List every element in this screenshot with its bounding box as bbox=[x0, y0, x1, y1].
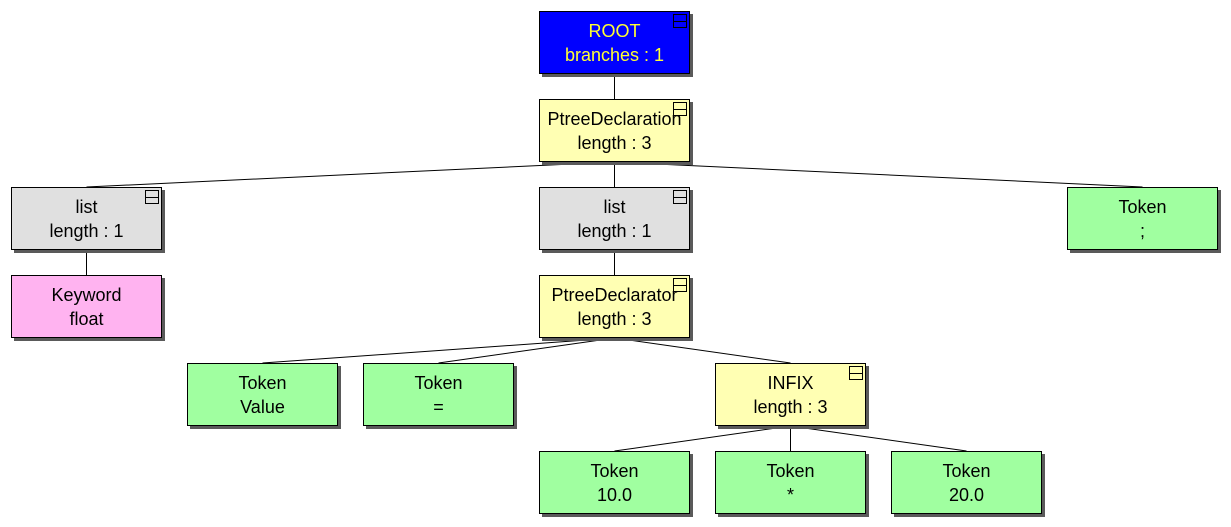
ptree-declaration-node[interactable]: PtreeDeclaration length : 3 bbox=[539, 99, 690, 162]
edge-infix-to-token_20 bbox=[790, 425, 967, 452]
collapse-icon[interactable] bbox=[145, 190, 159, 204]
node-title: Token bbox=[766, 460, 815, 481]
node-detail: * bbox=[786, 484, 794, 505]
node-detail: branches : 1 bbox=[564, 44, 665, 65]
keyword-float-node[interactable]: Keyword float bbox=[11, 275, 162, 338]
node-detail: ; bbox=[1139, 220, 1145, 241]
collapse-icon[interactable] bbox=[673, 278, 687, 292]
collapse-icon[interactable] bbox=[673, 102, 687, 116]
node-detail: float bbox=[69, 308, 104, 329]
edge-declaration-to-list_left bbox=[86, 161, 615, 188]
token-20-node[interactable]: Token 20.0 bbox=[891, 451, 1042, 514]
node-detail: 20.0 bbox=[948, 484, 985, 505]
edge-declaration-to-token_semicolon bbox=[614, 161, 1143, 188]
node-detail: 10.0 bbox=[596, 484, 633, 505]
infix-node[interactable]: INFIX length : 3 bbox=[715, 363, 866, 426]
node-detail: length : 1 bbox=[49, 220, 124, 241]
node-detail: length : 3 bbox=[753, 396, 828, 417]
collapse-icon[interactable] bbox=[849, 366, 863, 380]
node-title: Token bbox=[590, 460, 639, 481]
root-node[interactable]: ROOT branches : 1 bbox=[539, 11, 690, 74]
node-detail: length : 1 bbox=[577, 220, 652, 241]
token-10-node[interactable]: Token 10.0 bbox=[539, 451, 690, 514]
edge-declarator-to-infix bbox=[614, 337, 791, 364]
node-title: PtreeDeclaration bbox=[547, 108, 682, 129]
node-title: Token bbox=[1118, 196, 1167, 217]
edge-declarator-to-token_equals bbox=[438, 337, 615, 364]
collapse-icon[interactable] bbox=[673, 14, 687, 28]
node-title: INFIX bbox=[767, 372, 814, 393]
node-detail: = bbox=[433, 396, 444, 417]
node-detail: length : 3 bbox=[577, 308, 652, 329]
node-title: Keyword bbox=[51, 284, 122, 305]
node-detail: Value bbox=[240, 396, 285, 417]
token-value-node[interactable]: Token Value bbox=[187, 363, 338, 426]
list-node-left[interactable]: list length : 1 bbox=[11, 187, 162, 250]
node-title: Token bbox=[942, 460, 991, 481]
node-title: ROOT bbox=[588, 20, 641, 41]
token-semicolon-node[interactable]: Token ; bbox=[1067, 187, 1218, 250]
list-node-middle[interactable]: list length : 1 bbox=[539, 187, 690, 250]
collapse-icon[interactable] bbox=[673, 190, 687, 204]
ptree-declarator-node[interactable]: PtreeDeclarator length : 3 bbox=[539, 275, 690, 338]
token-star-node[interactable]: Token * bbox=[715, 451, 866, 514]
node-title: Token bbox=[414, 372, 463, 393]
node-title: list bbox=[603, 196, 626, 217]
edge-infix-to-token_10 bbox=[614, 425, 791, 452]
node-detail: length : 3 bbox=[577, 132, 652, 153]
node-title: PtreeDeclarator bbox=[551, 284, 678, 305]
node-title: Token bbox=[238, 372, 287, 393]
node-title: list bbox=[75, 196, 98, 217]
edge-declarator-to-token_value bbox=[262, 337, 615, 364]
token-equals-node[interactable]: Token = bbox=[363, 363, 514, 426]
